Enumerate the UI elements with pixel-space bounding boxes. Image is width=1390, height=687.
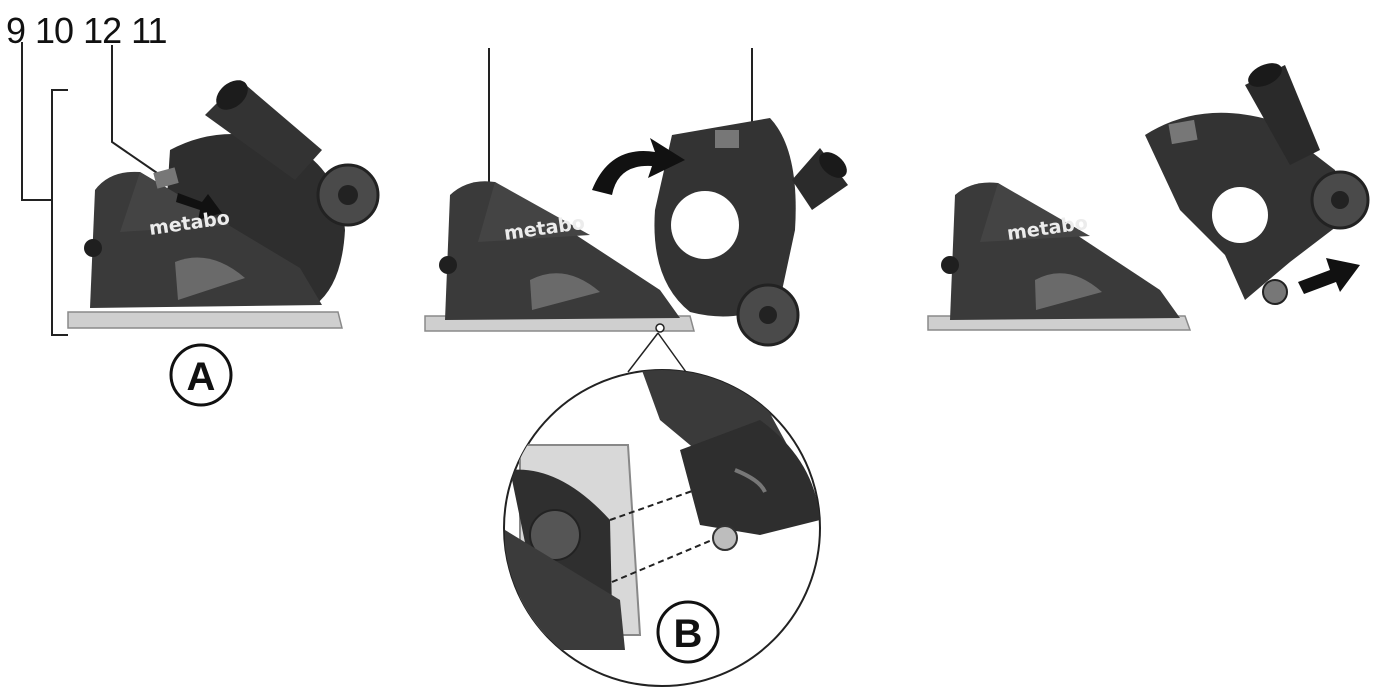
figure-3-guard-removed: metabo [927,63,1370,331]
zoom-detail [503,369,821,687]
callout-9: 9 [6,10,26,51]
base-plate [67,311,343,329]
callout-bracket [21,42,161,336]
badge-a: A [169,343,233,407]
zoom-leaders [627,323,687,373]
badge-a-letter: A [187,355,216,399]
figure-2-swing-guard: metabo [424,48,848,347]
badge-b-letter: B [674,612,703,656]
figure-1-assembled-guard: metabo [67,80,380,329]
remove-arrow [1298,258,1360,294]
callout-11: 11 [131,10,167,51]
rotate-arrow [592,138,685,195]
callout-12: 12 [83,10,122,51]
callout-10: 10 [35,10,74,51]
badge-b: B [656,600,720,664]
insert-arrow [176,193,222,220]
pin [712,525,738,551]
